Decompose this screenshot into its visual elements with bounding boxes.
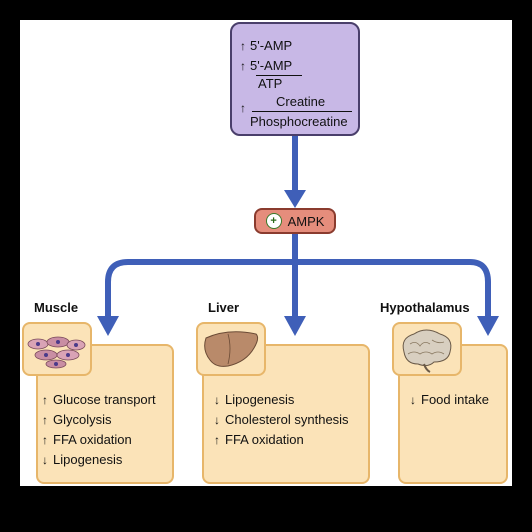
organ-title-hypothalamus: Hypothalamus bbox=[380, 300, 470, 315]
arrowhead-liver bbox=[284, 316, 306, 336]
arrow-icon: ↑ bbox=[42, 393, 48, 407]
fraction-bar-amp-atp bbox=[256, 75, 302, 76]
liver-image-frame bbox=[196, 322, 266, 376]
arrow-icon: ↓ bbox=[214, 413, 220, 427]
signal-line-amp-atp: ↑ 5'-AMP bbox=[240, 58, 292, 74]
up-arrow-icon: ↑ bbox=[240, 59, 246, 73]
ampk-label: AMPK bbox=[287, 213, 325, 229]
list-item: ↓ Lipogenesis bbox=[42, 450, 156, 470]
energy-signal-box: ↑ 5'-AMP ↑ 5'-AMP ATP ↑ Creatine Phosphocr… bbox=[230, 22, 360, 136]
organ-title-liver: Liver bbox=[208, 300, 240, 315]
arrow-icon: ↓ bbox=[410, 393, 416, 407]
ampk-node: + AMPK bbox=[254, 208, 336, 234]
creatine-numerator: Creatine bbox=[276, 94, 326, 109]
effect-text: FFA oxidation bbox=[53, 432, 132, 447]
effect-text: FFA oxidation bbox=[225, 432, 304, 447]
liver-effects-list: ↓ Lipogenesis ↓ Cholesterol synthesis ↑ FFA… bbox=[214, 390, 349, 450]
organ-title-muscle: Muscle bbox=[34, 300, 79, 315]
arrow-icon: ↑ bbox=[42, 413, 48, 427]
hypothalamus-effects-list: ↓ Food intake bbox=[410, 390, 489, 410]
effect-text: Lipogenesis bbox=[53, 452, 123, 467]
brain-image-frame bbox=[392, 322, 462, 376]
phosphocreatine-denominator: Phosphocreatine bbox=[250, 114, 348, 129]
plus-icon: + bbox=[265, 213, 282, 229]
list-item: ↓ Cholesterol synthesis bbox=[214, 410, 349, 430]
list-item: ↑ Glucose transport bbox=[42, 390, 156, 410]
muscle-image-frame bbox=[22, 322, 92, 376]
list-item: ↑ Glycolysis bbox=[42, 410, 156, 430]
arrow-branch-right bbox=[295, 259, 491, 318]
effect-text: Glycolysis bbox=[53, 412, 112, 427]
effect-text: Glucose transport bbox=[53, 392, 156, 407]
muscle-cells-icon bbox=[27, 336, 86, 369]
up-arrow-icon: ↑ bbox=[240, 101, 246, 115]
arrow-icon: ↓ bbox=[214, 393, 220, 407]
effect-text: Lipogenesis bbox=[225, 392, 295, 407]
amp-label: 5'-AMP bbox=[250, 38, 293, 53]
amp-numerator: 5'-AMP bbox=[250, 58, 293, 73]
arrowhead-muscle bbox=[97, 316, 119, 336]
arrowhead-ampk bbox=[284, 190, 306, 208]
atp-denominator: ATP bbox=[258, 76, 283, 91]
effect-text: Food intake bbox=[421, 392, 489, 407]
fraction-bar-creatine bbox=[252, 111, 352, 112]
arrow-branch-left bbox=[105, 259, 295, 318]
liver-icon bbox=[204, 331, 259, 367]
list-item: ↑ FFA oxidation bbox=[42, 430, 156, 450]
arrow-icon: ↓ bbox=[42, 453, 48, 467]
signal-line-amp: ↑ 5'-AMP bbox=[240, 38, 292, 54]
list-item: ↓ Lipogenesis bbox=[214, 390, 349, 410]
up-arrow-icon: ↑ bbox=[240, 39, 246, 53]
brain-icon bbox=[402, 329, 452, 373]
muscle-effects-list: ↑ Glucose transport ↑ Glycolysis ↑ FFA oxid… bbox=[42, 390, 156, 470]
signal-line-creatine: ↑ bbox=[240, 100, 250, 116]
arrowhead-hypothalamus bbox=[477, 316, 499, 336]
list-item: ↑ FFA oxidation bbox=[214, 430, 349, 450]
arrow-icon: ↑ bbox=[42, 433, 48, 447]
list-item: ↓ Food intake bbox=[410, 390, 489, 410]
arrow-icon: ↑ bbox=[214, 433, 220, 447]
effect-text: Cholesterol synthesis bbox=[225, 412, 349, 427]
